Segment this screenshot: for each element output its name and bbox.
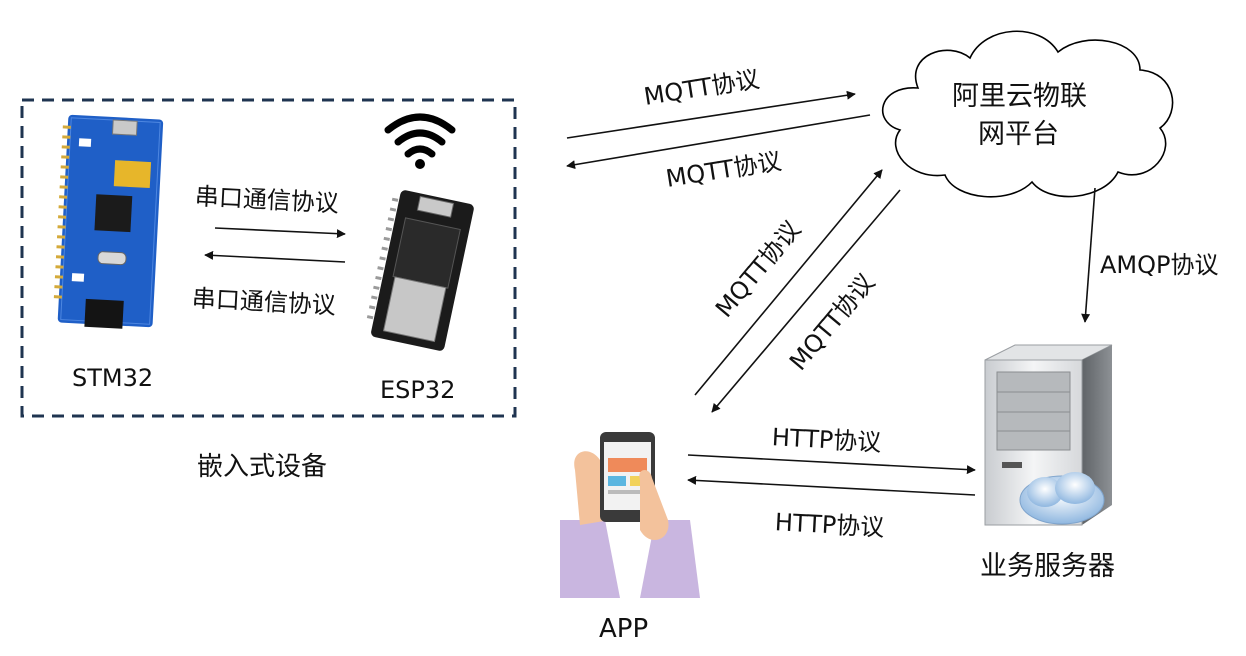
serial-arrow-to-stm32	[204, 250, 346, 263]
iot-platform-cloud	[882, 30, 1174, 198]
stm32-board-image	[53, 114, 164, 329]
cloud-label-line2: 网平台	[978, 119, 1059, 150]
amqp-label: AMQP协议	[1100, 251, 1219, 279]
embedded-device-group	[20, 98, 517, 418]
app-label: APP	[599, 614, 649, 644]
business-server-image	[984, 344, 1113, 526]
http-arrow-to-app	[687, 475, 976, 496]
embedded-group-label: 嵌入式设备	[197, 452, 328, 482]
http-label-bottom: HTTP协议	[774, 508, 885, 542]
server-label: 业务服务器	[980, 551, 1115, 582]
mqtt-arrow-app-to-cloud	[694, 169, 883, 396]
cloud-label-line1: 阿里云物联	[952, 81, 1087, 112]
app-phone-image	[560, 432, 700, 598]
amqp-arrow	[1081, 187, 1096, 323]
serial-label-bottom: 串口通信协议	[191, 284, 337, 320]
esp32-board-image	[366, 190, 474, 351]
mqtt-arrow-from-cloud	[566, 114, 871, 170]
http-label-top: HTTP协议	[771, 423, 882, 457]
mqtt-arrow-cloud-to-app	[711, 189, 901, 413]
esp32-label: ESP32	[380, 376, 456, 404]
serial-arrow-to-esp32	[214, 227, 346, 239]
wifi-icon	[384, 113, 456, 169]
stm32-label: STM32	[72, 364, 154, 392]
serial-label-top: 串口通信协议	[194, 182, 340, 218]
mqtt-arrow-to-cloud	[566, 90, 856, 139]
http-arrow-to-server	[687, 454, 976, 475]
